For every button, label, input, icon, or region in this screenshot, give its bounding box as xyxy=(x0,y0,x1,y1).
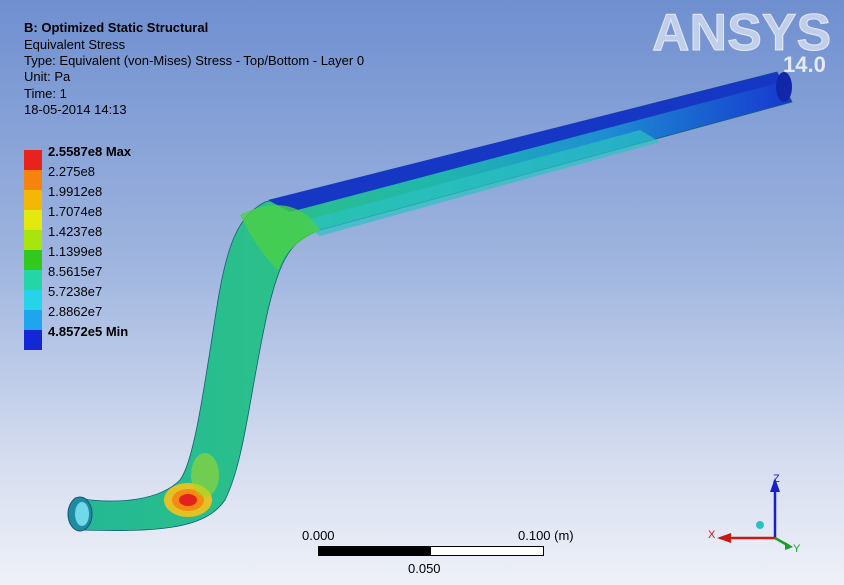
ansys-version: 14.0 xyxy=(783,52,826,72)
legend-label: 8.5615e7 xyxy=(48,264,103,279)
legend-label: 2.275e8 xyxy=(48,164,95,179)
y-label: Y xyxy=(793,543,801,555)
scale-bar-black xyxy=(318,546,430,556)
scale-bar-white xyxy=(430,546,544,556)
scale-mid-label: 0.050 xyxy=(408,561,441,576)
legend-swatch xyxy=(24,150,42,170)
ansys-logo: ANSYS 14.0 xyxy=(652,4,832,73)
legend-swatch xyxy=(24,310,42,330)
legend-label: 5.7238e7 xyxy=(48,284,103,299)
isometric-ball[interactable] xyxy=(756,521,764,529)
scale-bar: 0.000 0.100 (m) 0.050 xyxy=(290,525,610,580)
result-time: Time: 1 xyxy=(24,86,67,101)
legend-label: 2.8862e7 xyxy=(48,304,103,319)
legend-swatch xyxy=(24,330,42,350)
legend-label: 2.5587e8 Max xyxy=(48,144,132,159)
z-label: Z xyxy=(773,473,780,485)
legend-swatch xyxy=(24,170,42,190)
legend-label: 1.4237e8 xyxy=(48,224,103,239)
analysis-title: B: Optimized Static Structural xyxy=(24,20,209,35)
scale-right-label: 0.100 (m) xyxy=(518,528,574,543)
legend-label: 1.9912e8 xyxy=(48,184,103,199)
legend-label: 1.1399e8 xyxy=(48,244,103,259)
legend-label: 4.8572e5 Min xyxy=(48,324,129,339)
result-datetime: 18-05-2014 14:13 xyxy=(24,102,127,117)
legend-swatch xyxy=(24,290,42,310)
scale-left-label: 0.000 xyxy=(302,528,335,543)
coordinate-triad[interactable]: Z X Y xyxy=(705,470,815,570)
result-name: Equivalent Stress xyxy=(24,37,126,52)
legend-swatch xyxy=(24,210,42,230)
legend-swatch xyxy=(24,190,42,210)
legend-swatch xyxy=(24,270,42,290)
x-label: X xyxy=(708,529,716,541)
result-type: Type: Equivalent (von-Mises) Stress - To… xyxy=(24,53,365,68)
svg-text:ANSYS: ANSYS xyxy=(652,4,831,62)
legend-label: 1.7074e8 xyxy=(48,204,103,219)
legend-swatch xyxy=(24,230,42,250)
result-unit: Unit: Pa xyxy=(24,69,71,84)
legend-swatch xyxy=(24,250,42,270)
